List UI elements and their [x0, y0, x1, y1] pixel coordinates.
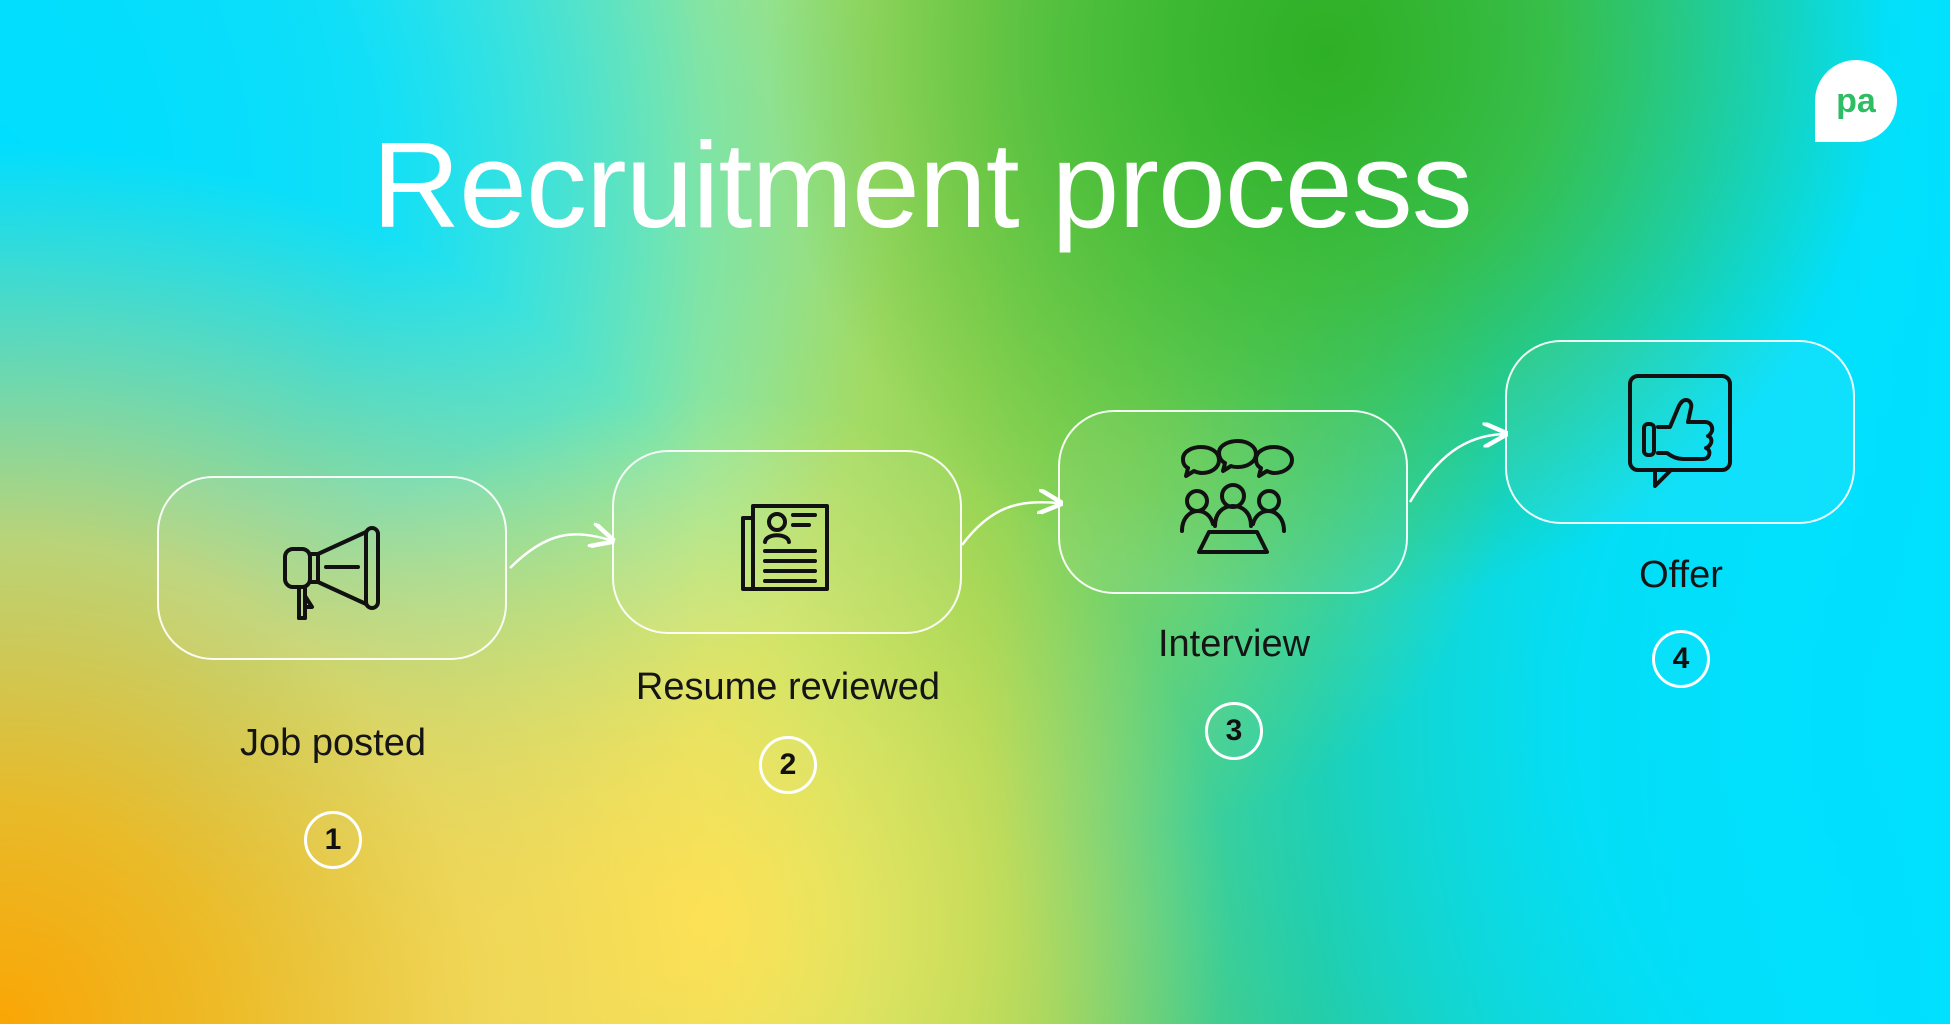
connector-3-4 — [1408, 434, 1503, 503]
connector-1-2 — [509, 534, 610, 569]
step-card-offer — [1505, 340, 1855, 524]
brand-badge: pa — [1815, 60, 1897, 142]
thumbs-up-message-icon — [1622, 370, 1738, 494]
step-number-2: 2 — [759, 736, 817, 794]
brand-mark-text: pa — [1836, 82, 1876, 120]
meeting-discussion-icon — [1165, 439, 1301, 564]
step-label-interview: Interview — [1157, 623, 1311, 665]
connector-2-3 — [961, 502, 1058, 546]
step-number-1: 1 — [304, 811, 362, 869]
resume-document-icon — [735, 484, 839, 600]
step-label-job-posted: Job posted — [240, 722, 426, 764]
page-title: Recruitment process — [372, 117, 1473, 253]
step-card-interview — [1058, 410, 1408, 594]
step-label-offer: Offer — [1639, 554, 1723, 596]
step-card-job-posted — [157, 476, 507, 660]
megaphone-icon — [274, 510, 390, 626]
step-number-3: 3 — [1205, 702, 1263, 760]
step-label-resume-reviewed: Resume reviewed — [635, 666, 941, 708]
step-number-4: 4 — [1652, 630, 1710, 688]
step-card-resume-reviewed — [612, 450, 962, 634]
